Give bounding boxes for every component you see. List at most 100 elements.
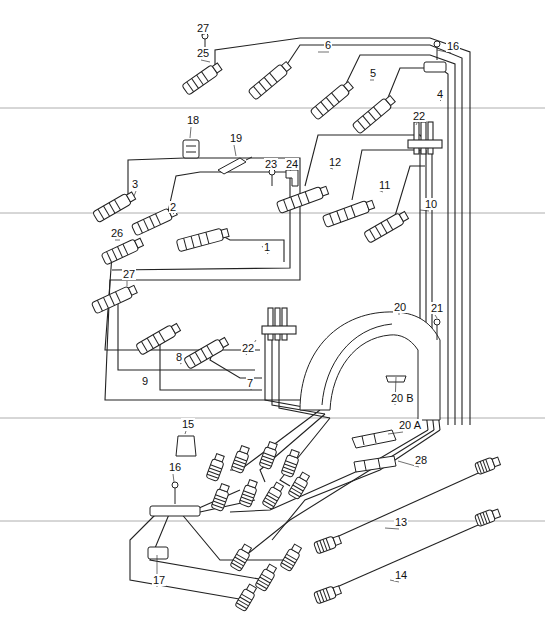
plug-connector [230, 543, 253, 572]
callout-number: 17 [152, 574, 166, 586]
callout-number: 20 B [390, 392, 415, 404]
suppressor [218, 158, 246, 174]
callout-number: 25 [196, 47, 210, 59]
leader-line [416, 123, 417, 125]
plug-connector [211, 483, 231, 512]
ignition-wire [240, 430, 434, 560]
leader-line [440, 100, 441, 101]
callout-number: 27 [196, 22, 210, 34]
callout-number: 6 [324, 39, 332, 51]
leader-line [398, 314, 400, 315]
plug-connector [182, 61, 223, 95]
plug-connector [93, 190, 137, 222]
callout-number: 22 [412, 110, 426, 122]
callout-number: 8 [175, 351, 183, 363]
leader-line [435, 315, 437, 318]
ignition-wire [272, 430, 440, 540]
callout-number: 20 [393, 301, 407, 313]
ignition-wire [352, 150, 422, 200]
callout-number: 24 [285, 158, 299, 170]
callout-number: 13 [394, 516, 408, 528]
plug-connector [259, 441, 279, 470]
plug-connector [474, 507, 501, 526]
ignition-wire [280, 418, 330, 486]
callout-number: 18 [186, 114, 200, 126]
distributor-cap-lead [176, 436, 196, 456]
wire-rail [262, 308, 296, 340]
plug-connector [474, 455, 501, 474]
callout-number: 20 A [398, 419, 422, 431]
callout-number: 12 [328, 156, 342, 168]
callout-number: 19 [229, 132, 243, 144]
callout-number: 10 [424, 198, 438, 210]
plug-connector [262, 481, 285, 510]
wire-clamp [150, 506, 200, 516]
callout-number: 28 [414, 454, 428, 466]
plug-connector [352, 94, 396, 134]
section-divider [0, 108, 545, 521]
callout-number: 3 [131, 178, 139, 190]
plug-connector [91, 284, 138, 314]
leader-line [201, 34, 205, 35]
callout-number: 16 [168, 461, 182, 473]
plug-connector [310, 80, 354, 120]
leader-line [330, 168, 333, 169]
plug-connector [364, 210, 410, 243]
leader-line [234, 145, 236, 156]
ignition-wire [112, 172, 290, 270]
leader-line [115, 240, 120, 241]
leader-line [185, 431, 186, 434]
ignition-wire [105, 158, 320, 400]
leader-line [385, 528, 399, 529]
ignition-wire [180, 512, 290, 560]
ignition-wire [130, 510, 245, 600]
leader-line [127, 281, 128, 286]
plug-connector [101, 236, 144, 265]
leader-line [370, 80, 374, 81]
callout-number: 5 [369, 67, 377, 79]
wire-holder [352, 430, 396, 448]
plug-connector [235, 583, 258, 612]
plug-connector [184, 336, 230, 369]
ignition-wire [330, 522, 485, 590]
callout-number: 2 [169, 201, 177, 213]
callout-number: 22 [241, 342, 255, 354]
leader-line [420, 210, 429, 211]
callout-number: 4 [436, 88, 444, 100]
callout-number: 1 [263, 241, 271, 253]
leader-line [190, 127, 191, 138]
wire-rail [408, 122, 442, 154]
ignition-wire [160, 330, 262, 390]
plug-connector [255, 563, 278, 592]
callout-number: 16 [446, 40, 460, 52]
plug-connector [314, 534, 343, 554]
leader-line [173, 474, 174, 482]
plug-connector [322, 198, 375, 227]
plug-connector [206, 453, 226, 482]
callout-number: 15 [181, 418, 195, 430]
ignition-wire [260, 414, 325, 482]
callout-number: 9 [141, 375, 149, 387]
wire-separator [148, 547, 168, 559]
ignition-wire [150, 512, 265, 580]
leader-line [201, 60, 210, 62]
callout-number: 27 [122, 268, 136, 280]
callout-number: 23 [264, 158, 278, 170]
heat-shield [300, 312, 440, 420]
plug-connector [276, 184, 329, 213]
ignition-wire [118, 290, 255, 370]
ignition-wire [230, 430, 428, 512]
leader-line [134, 191, 136, 196]
plug-connector [231, 445, 251, 474]
leader-line [318, 52, 329, 53]
clip-block [183, 140, 199, 158]
plug-connector [176, 227, 229, 252]
leader-line [388, 432, 403, 434]
ignition-wire [282, 45, 462, 425]
callout-number: 11 [378, 179, 391, 191]
callout-number: 7 [246, 377, 254, 389]
ignition-wire [330, 470, 485, 540]
plug-connector [281, 449, 301, 478]
